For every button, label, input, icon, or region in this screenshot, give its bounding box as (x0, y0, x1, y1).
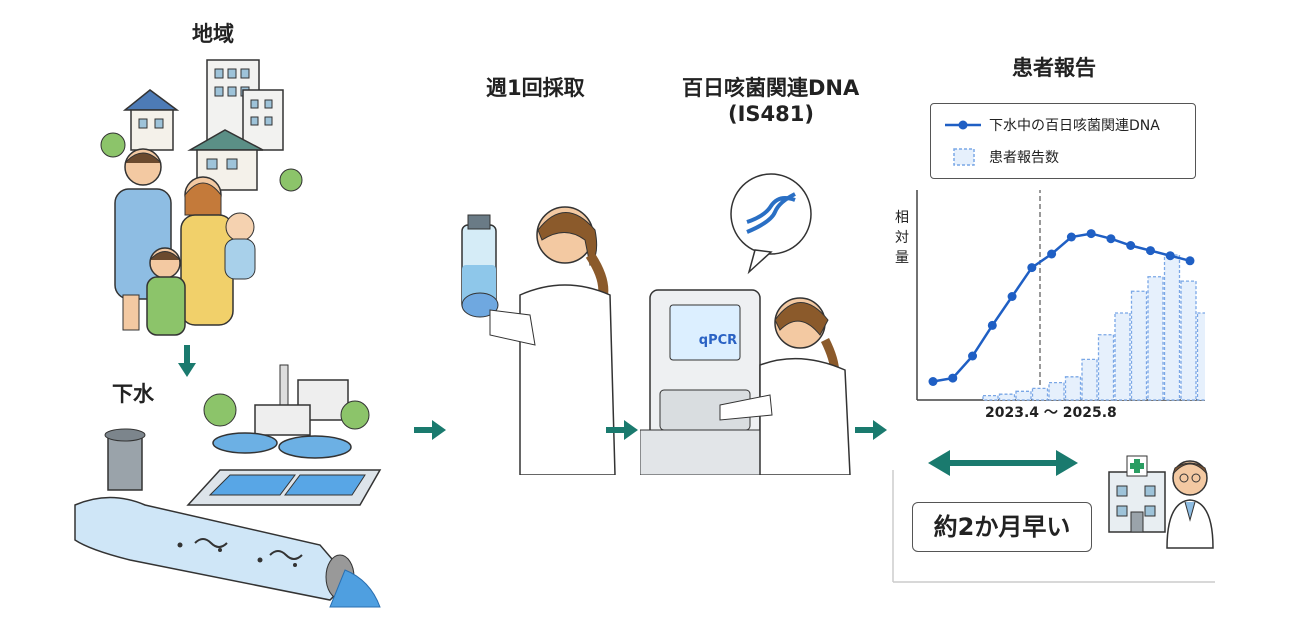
report-chart (916, 190, 1205, 401)
sewage-dna-point (1047, 249, 1057, 259)
sewage-illustration (74, 364, 382, 608)
patient-report-bar (998, 393, 1016, 401)
patient-report-bar (1147, 276, 1164, 401)
legend-line-swatch (945, 120, 981, 130)
dna-speech-bubble (730, 173, 812, 275)
sewage-dna-point (1007, 292, 1017, 301)
sewage-title: 下水 (112, 382, 154, 406)
x-axis-range-label: 2023.4 ～ 2025.8 (985, 405, 1117, 421)
sewage-dna-point (1145, 246, 1155, 256)
sewage-dna-point (968, 351, 978, 361)
bar-series (982, 254, 1205, 401)
patient-report-bar (1081, 358, 1098, 401)
patient-report-bar (1031, 387, 1049, 401)
sewage-dna-point (928, 377, 938, 386)
hospital-doctor-illustration (1108, 455, 1214, 549)
sewage-dna-point (1027, 263, 1037, 273)
patient-report-bar (1048, 381, 1065, 401)
early-detection-result: 約2か月早い (912, 502, 1092, 552)
sewage-dna-point (1066, 232, 1076, 242)
dna-subtitle: (IS481) (728, 102, 814, 126)
sewage-dna-point (1126, 241, 1136, 250)
patient-report-bar (1064, 376, 1082, 401)
line-series (928, 229, 1195, 386)
patient-report-bar (982, 394, 999, 401)
patient-report-bar (1180, 280, 1197, 401)
y-axis-label: 相対量 (895, 210, 909, 266)
sewage-dna-point (1185, 256, 1195, 266)
community-illustration (100, 59, 303, 336)
sewage-dna-point (1086, 229, 1096, 239)
qpcr-label: qPCR (698, 333, 738, 348)
sampling-scientist-illustration (461, 206, 616, 475)
qpcr-device-illustration (640, 289, 851, 475)
legend-bar-swatch (953, 148, 975, 166)
community-title: 地域 (192, 22, 234, 46)
report-title: 患者報告 (1012, 56, 1096, 80)
sewage-dna-point (987, 320, 997, 330)
sewage-dna-point (1165, 251, 1175, 261)
down-arrow-icon (178, 345, 196, 377)
right-arrow-icon (855, 420, 887, 440)
right-arrow-icon (606, 420, 638, 440)
weekly-sampling-title: 週1回採取 (486, 76, 585, 100)
patient-report-bar (1097, 334, 1115, 401)
sewage-dna-point (948, 373, 958, 383)
legend-line-label: 下水中の百日咳菌関連DNA (989, 118, 1160, 134)
dna-title: 百日咳菌関連DNA (682, 76, 860, 100)
patient-report-bar (1163, 254, 1181, 401)
patient-report-bar (1015, 390, 1032, 401)
right-arrow-icon (414, 420, 446, 440)
patient-report-bar (1114, 312, 1131, 401)
double-arrow-icon (928, 450, 1078, 476)
patient-report-bar (1196, 312, 1205, 401)
frame-lines (892, 470, 1215, 583)
patient-report-bar (1130, 290, 1148, 401)
chart-legend: 下水中の百日咳菌関連DNA 患者報告数 (930, 103, 1196, 179)
sewage-dna-point (1106, 234, 1116, 244)
legend-bar-label: 患者報告数 (989, 150, 1059, 166)
